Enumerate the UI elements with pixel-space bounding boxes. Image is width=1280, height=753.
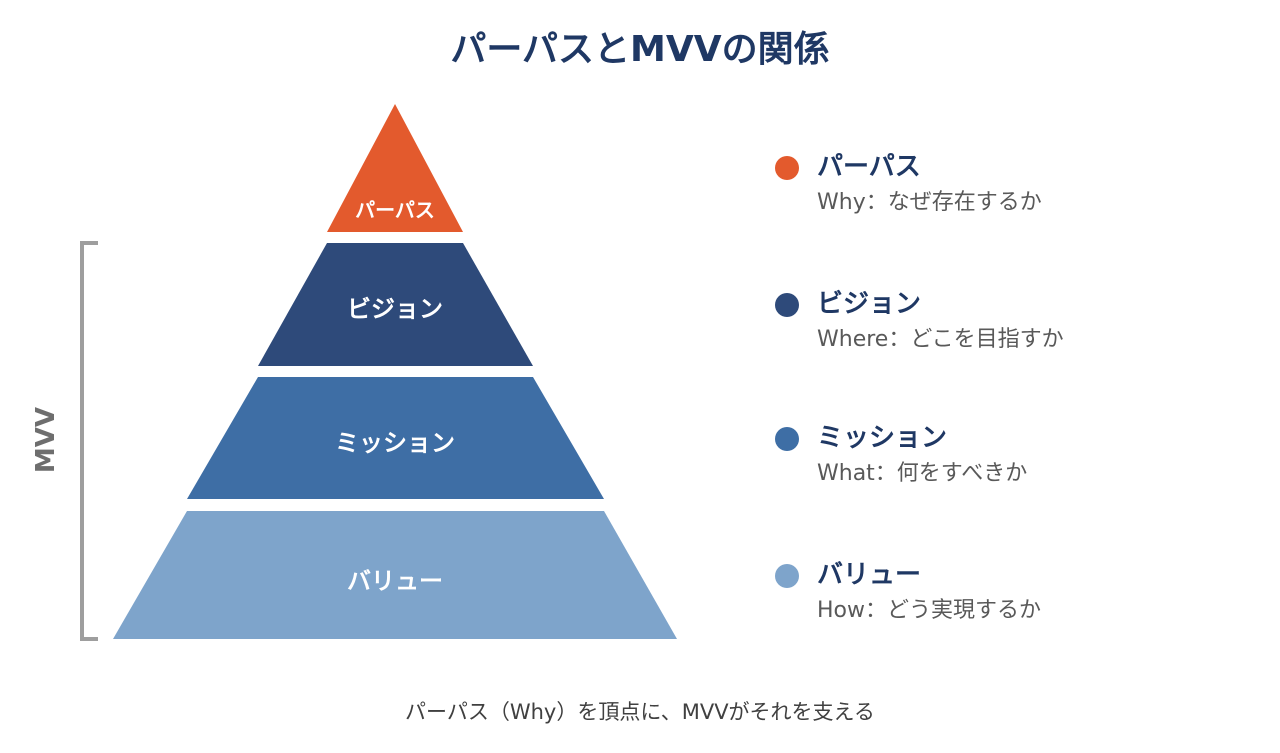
mvv-bracket: [80, 241, 98, 641]
tier-label-vision: ビジョン: [347, 295, 443, 323]
legend-desc: Where：どこを目指すか: [817, 327, 1064, 352]
legend-dot-icon: [775, 156, 799, 180]
legend-name: パーパス: [817, 152, 921, 182]
legend-name: バリュー: [817, 560, 922, 590]
pyramid-tier-mission: [187, 377, 604, 499]
legend-desc: Why：なぜ存在するか: [817, 190, 1042, 215]
pyramid-tier-value: [113, 511, 677, 639]
legend-dot-icon: [775, 427, 799, 451]
mvv-bracket-label: MVV: [31, 406, 61, 474]
diagram-caption: パーパス（Why）を頂点に、MVVがそれを支える: [405, 700, 875, 724]
legend-dot-icon: [775, 293, 799, 317]
legend-desc: How：どう実現するか: [817, 598, 1041, 623]
tier-label-value: バリュー: [347, 567, 443, 595]
diagram-title: パーパスとMVVの関係: [450, 29, 830, 70]
tier-label-mission: ミッション: [335, 429, 455, 457]
pyramid-tier-purpose: [327, 104, 463, 232]
tier-label-purpose: パーパス: [355, 198, 435, 222]
legend-name: ビジョン: [817, 289, 922, 319]
pyramid-tier-vision: [258, 243, 533, 366]
legend-dot-icon: [775, 564, 799, 588]
legend-name: ミッション: [817, 423, 948, 453]
legend-desc: What：何をすべきか: [817, 461, 1028, 486]
